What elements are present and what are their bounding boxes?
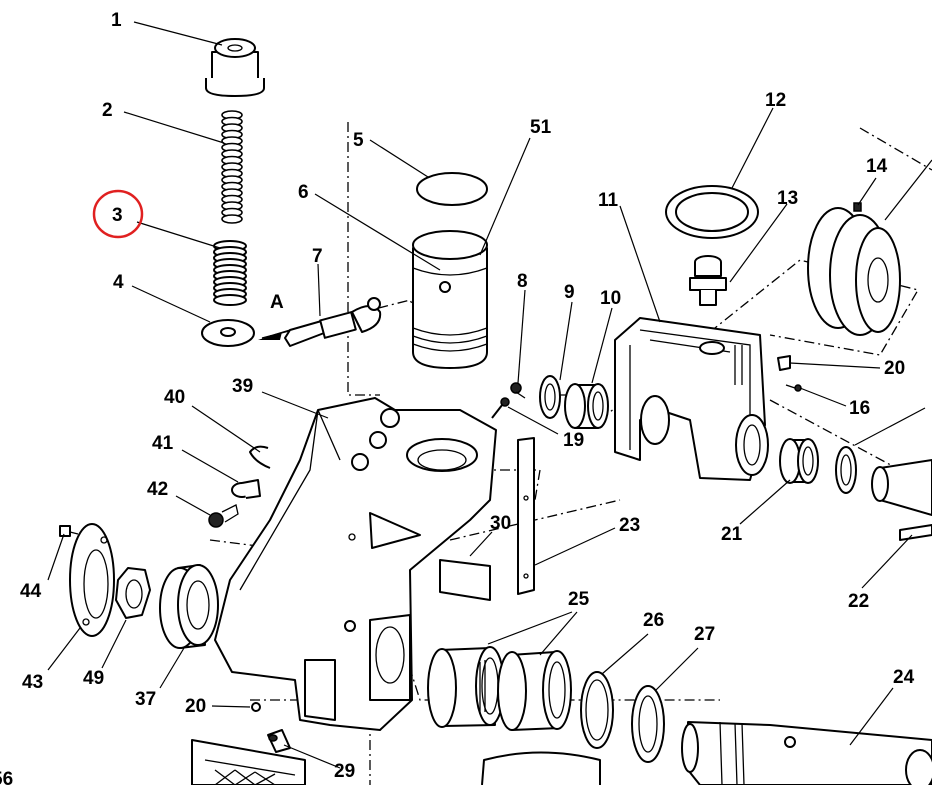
callout-11: 11 — [598, 190, 619, 211]
callout-27: 27 — [694, 624, 715, 645]
callout-39: 39 — [232, 376, 253, 397]
part-42-nut — [208, 504, 239, 528]
part-10-bushing — [564, 383, 609, 429]
part-56-grid-plate — [191, 739, 306, 785]
callout-12: 12 — [765, 90, 786, 111]
callout-30: 30 — [490, 513, 511, 534]
callout-20-left: 20 — [185, 696, 206, 717]
callout-6: 6 — [298, 182, 309, 203]
callout-26: 26 — [643, 610, 664, 631]
callout-1: 1 — [111, 10, 122, 31]
part-7-fitting — [284, 297, 382, 347]
part-22-shaft — [871, 459, 932, 541]
callout-20-right: 20 — [884, 358, 905, 379]
callout-3: 3 — [112, 205, 123, 226]
part-27-washer — [631, 685, 665, 763]
callout-51: 51 — [530, 117, 552, 138]
callout-25: 25 — [568, 589, 590, 610]
callout-22: 22 — [848, 591, 869, 612]
part-20-screw-left — [251, 702, 261, 712]
part-9-washer — [539, 375, 561, 419]
callout-23: 23 — [619, 515, 640, 536]
part-25-bearing-b — [497, 650, 572, 731]
callout-4: 4 — [113, 272, 124, 293]
part-6-piston — [412, 230, 488, 369]
part-23-key-bar — [517, 437, 535, 595]
part-21-bushing — [779, 438, 819, 484]
callout-10: 10 — [600, 288, 621, 309]
callout-13: 13 — [777, 188, 798, 209]
part-11-bracket — [614, 317, 769, 481]
callout-2: 2 — [102, 100, 113, 121]
callout-7: 7 — [312, 246, 323, 267]
part-20-screw-right — [777, 355, 791, 371]
part-4-washer — [201, 319, 255, 347]
callout-29: 29 — [334, 761, 355, 782]
callout-41: 41 — [152, 433, 174, 454]
part-bottom-cylinder — [481, 751, 601, 785]
callout-19: 19 — [563, 430, 584, 451]
part-16-screw — [785, 384, 802, 392]
part-49-nut — [115, 567, 151, 619]
callout-37: 37 — [135, 689, 156, 710]
callout-8: 8 — [517, 271, 528, 292]
part-30-plate — [439, 559, 491, 601]
callout-49: 49 — [83, 668, 104, 689]
part-washer-right — [835, 446, 857, 494]
part-13-plug — [689, 255, 727, 306]
part-2-spring — [221, 110, 243, 224]
part-40-circlip — [249, 445, 271, 469]
part-5-seal-disc — [416, 172, 488, 206]
callout-40: 40 — [164, 387, 185, 408]
part-14-pulley — [807, 202, 901, 336]
part-25-bearing-a — [427, 646, 505, 728]
callout-labels: 1 2 3 4 5 6 7 8 9 10 11 12 13 14 20 16 1… — [0, 10, 915, 785]
callout-24: 24 — [893, 667, 915, 688]
part-37-bearing — [159, 564, 219, 649]
view-arrow-a — [258, 329, 291, 340]
part-1-cap — [205, 38, 265, 97]
callout-16: 16 — [849, 398, 870, 419]
callout-21: 21 — [721, 524, 743, 545]
part-12-ring — [665, 185, 759, 239]
part-29-bolt — [267, 729, 291, 753]
callout-56: 56 — [0, 769, 13, 785]
callout-14: 14 — [866, 156, 888, 177]
part-43-flange — [69, 523, 115, 637]
callout-5: 5 — [353, 130, 364, 151]
callout-43: 43 — [22, 672, 43, 693]
callout-42: 42 — [147, 479, 168, 500]
part-3-coil-spring — [213, 240, 247, 306]
part-24-shaft — [681, 721, 932, 785]
part-26-ring — [580, 671, 614, 749]
part-44-screw — [59, 525, 79, 537]
leader-lines — [47, 21, 932, 769]
part-19-screw — [491, 397, 510, 419]
part-41-pin — [231, 479, 261, 499]
callout-44: 44 — [20, 581, 42, 602]
part-39-housing — [214, 397, 497, 731]
part-8-screw — [510, 382, 526, 399]
callout-9: 9 — [564, 282, 575, 303]
highlight-circle — [92, 189, 144, 239]
view-marker-a: A — [270, 292, 284, 313]
